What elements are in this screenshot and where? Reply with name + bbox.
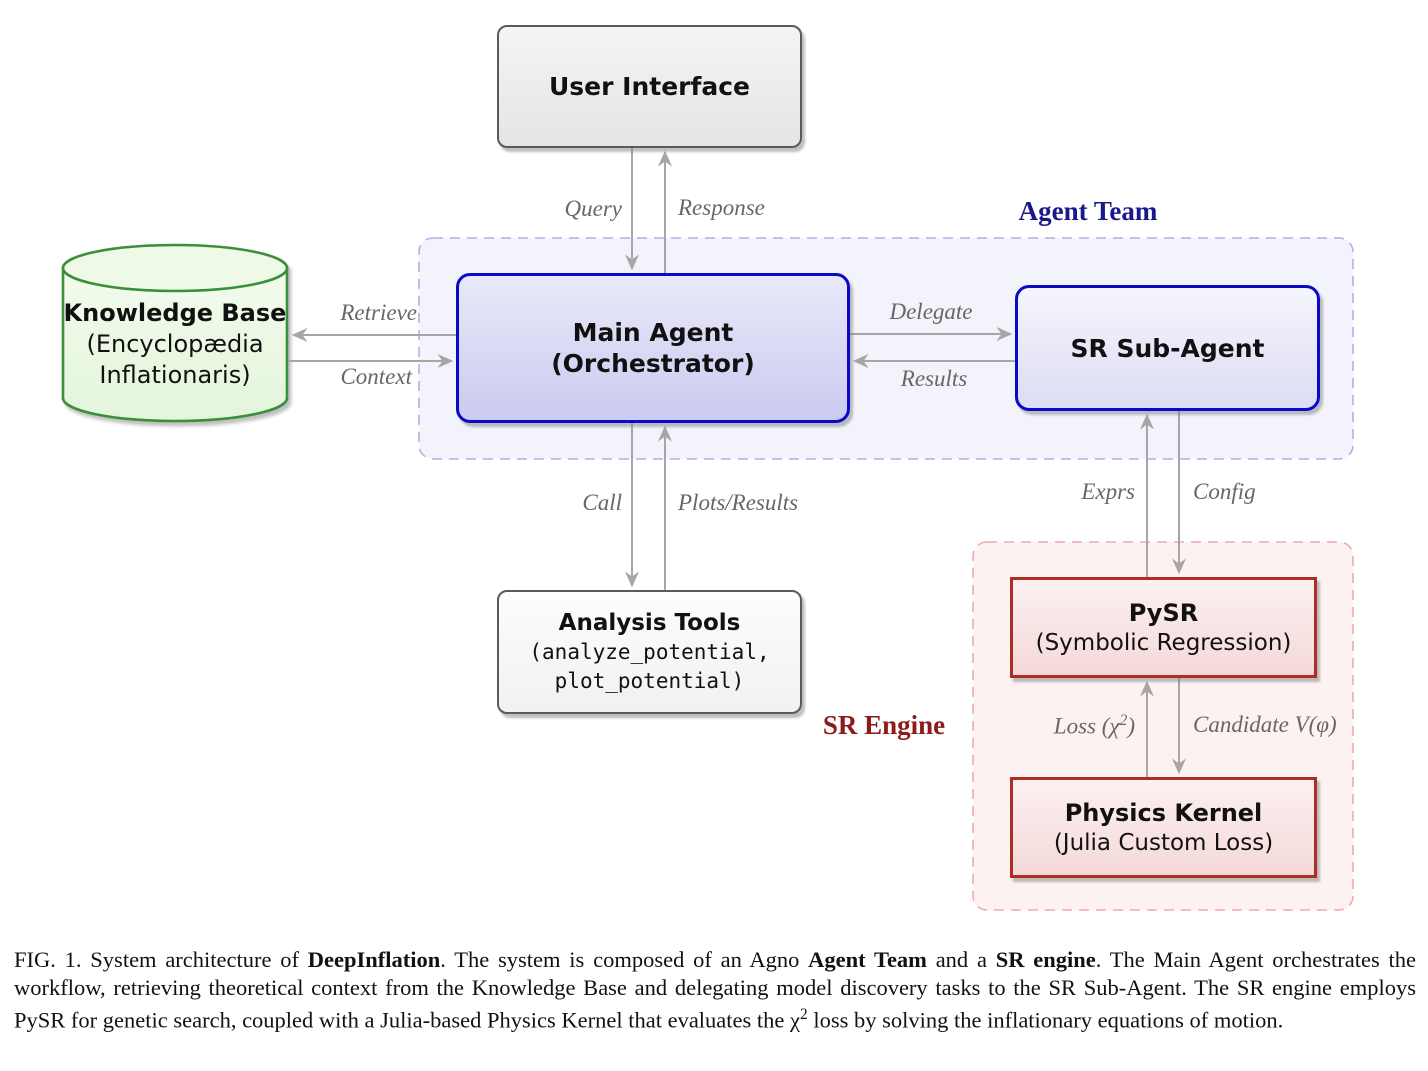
figure-caption: FIG. 1. System architecture of DeepInfla…: [14, 947, 1416, 1033]
knowledge-base-cylinder: [61, 243, 289, 423]
config-edge-label: Config: [1193, 479, 1256, 504]
delegate-edge-label: Delegate: [889, 299, 973, 324]
knowledge-base-title-line: Knowledge Base: [63, 299, 287, 327]
user-interface-title: User Interface: [548, 72, 751, 101]
call-edge-label: Call: [582, 490, 622, 515]
main-agent-node: Main Agent (Orchestrator): [456, 273, 850, 423]
analysis-tools-line3: plot_potential): [554, 668, 745, 693]
retrieve-edge-label: Retrieve: [340, 300, 417, 325]
analysis-tools-node: Analysis Tools (analyze_potential, plot_…: [497, 590, 802, 714]
loss-edge-label: Loss (χ2): [1053, 712, 1135, 739]
sr-sub-agent-node: SR Sub-Agent: [1015, 285, 1320, 411]
agent-team-label: Agent Team: [1018, 196, 1158, 226]
knowledge-base-node: Knowledge Base (Encyclopædia Inflationar…: [63, 298, 287, 391]
physics-kernel-node: Physics Kernel (Julia Custom Loss): [1010, 777, 1317, 878]
knowledge-base-line3: Inflationaris): [99, 361, 251, 389]
query-edge-label: Query: [564, 196, 622, 221]
physics-kernel-subtitle: (Julia Custom Loss): [1053, 829, 1274, 856]
plots-results-edge-label: Plots/Results: [678, 490, 799, 515]
analysis-tools-title: Analysis Tools: [558, 609, 741, 636]
pysr-subtitle: (Symbolic Regression): [1035, 629, 1292, 656]
analysis-tools-line2: (analyze_potential,: [529, 639, 770, 664]
context-edge-label: Context: [340, 364, 412, 389]
pysr-node: PySR (Symbolic Regression): [1010, 577, 1317, 678]
candidate-edge-label: Candidate V(φ): [1193, 712, 1337, 737]
response-edge-label: Response: [678, 195, 765, 220]
main-agent-subtitle: (Orchestrator): [551, 349, 755, 378]
pysr-title: PySR: [1128, 598, 1199, 627]
knowledge-base-line2: (Encyclopædia: [86, 330, 264, 358]
sr-engine-label: SR Engine: [822, 710, 946, 740]
main-agent-title: Main Agent: [572, 318, 734, 347]
diagram-arrows: [288, 148, 1187, 777]
sr-sub-agent-title: SR Sub-Agent: [1070, 333, 1265, 363]
physics-kernel-title: Physics Kernel: [1064, 798, 1263, 827]
exprs-edge-label: Exprs: [1081, 479, 1135, 504]
results-edge-label: Results: [900, 366, 968, 391]
user-interface-node: User Interface: [497, 25, 802, 148]
